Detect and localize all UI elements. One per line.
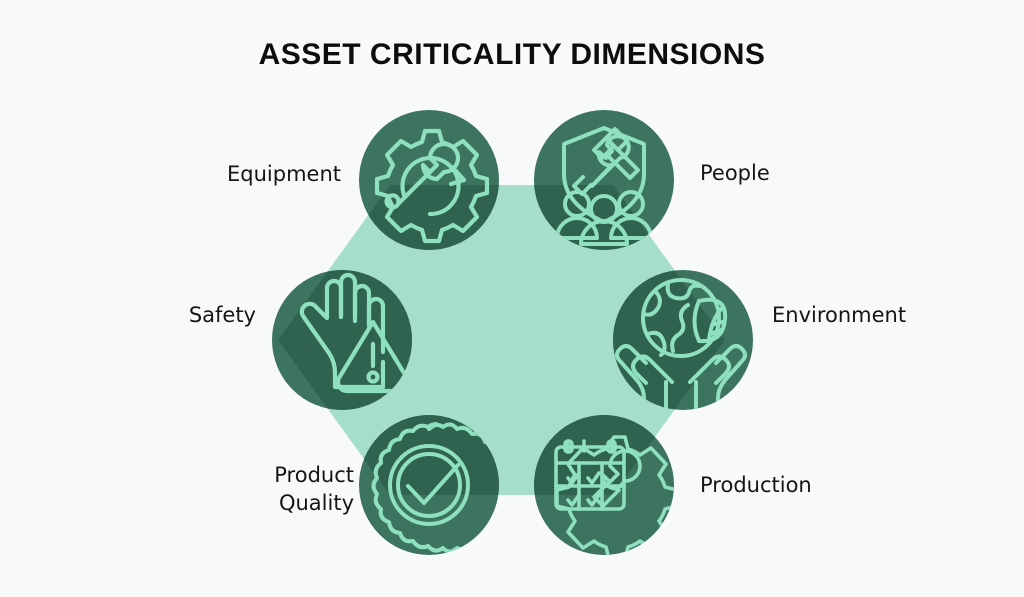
calendar-gear-wrench-icon	[554, 435, 674, 555]
page-title: ASSET CRITICALITY DIMENSIONS	[258, 38, 766, 71]
globe-leaf-hands-icon	[615, 278, 747, 410]
node-safety[interactable]	[272, 270, 412, 410]
shield-tools-people-icon	[555, 126, 653, 246]
node-label-product-quality: Product Quality	[274, 463, 354, 515]
gear-wrench-icon	[374, 128, 490, 244]
node-production[interactable]	[534, 415, 677, 559]
node-label-safety: Safety	[188, 303, 256, 327]
node-people[interactable]	[534, 110, 674, 250]
node-label-environment: Environment	[772, 303, 907, 327]
node-label-production: Production	[700, 473, 812, 497]
node-equipment[interactable]	[359, 110, 499, 250]
node-environment[interactable]	[613, 270, 753, 416]
node-label-people: People	[700, 161, 770, 185]
node-label-equipment: Equipment	[227, 162, 341, 186]
